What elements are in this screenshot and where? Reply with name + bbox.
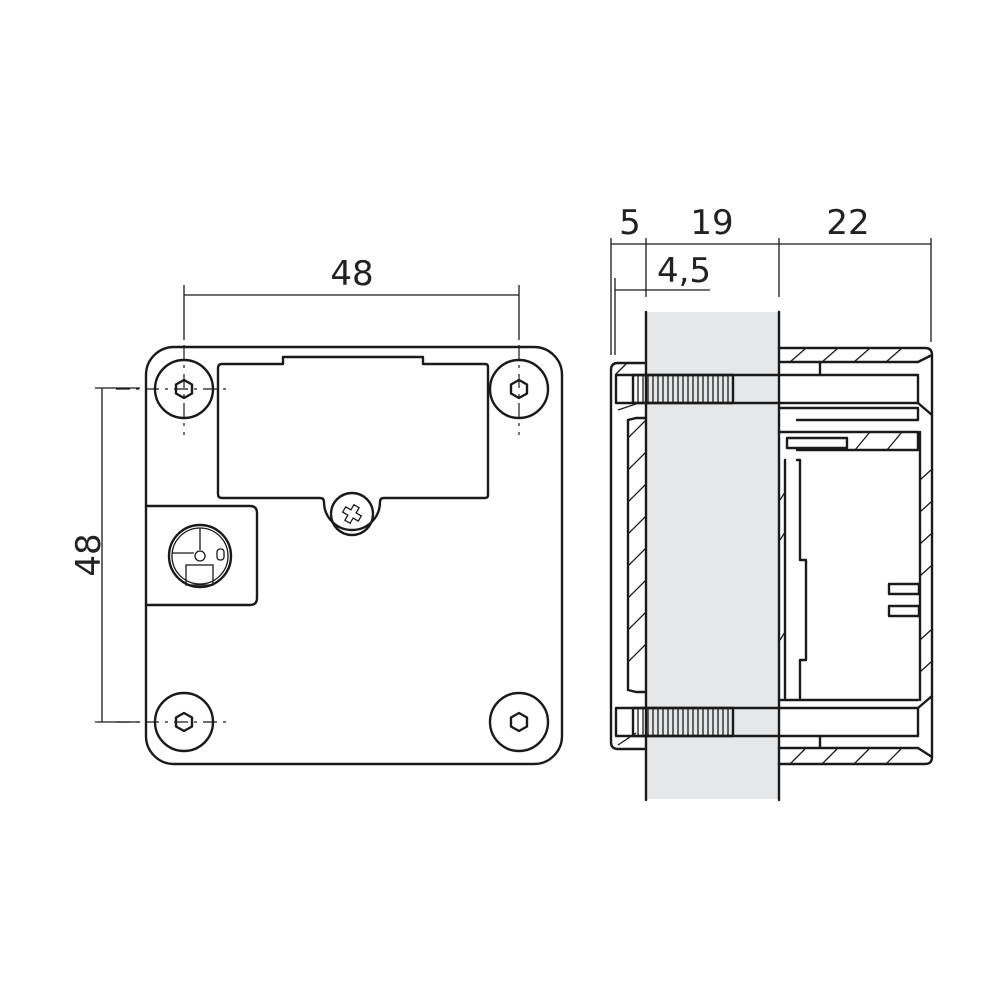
latch-window	[216, 355, 490, 532]
lower-bolt	[614, 706, 920, 738]
hex-bolt-icon	[509, 378, 529, 400]
cylinder-icon	[167, 523, 233, 589]
dim-19-label: 19	[690, 203, 733, 243]
upper-bolt	[614, 373, 920, 405]
center-screw	[329, 491, 375, 537]
hex-bolt-icon	[174, 711, 194, 733]
width-dimension-label: 48	[330, 254, 373, 294]
lock-housing	[777, 346, 934, 766]
front-plate-section	[609, 361, 648, 751]
cylinder-block	[144, 504, 259, 607]
side-view: 5 19 22 4,5	[609, 203, 934, 802]
dim-4-5-label: 4,5	[657, 251, 711, 291]
hex-bolt-icon	[509, 711, 529, 733]
dim-5-label: 5	[619, 203, 641, 243]
mount-hole-br	[488, 691, 550, 753]
height-dimension: 48	[69, 387, 140, 723]
dim-22-label: 22	[826, 203, 869, 243]
top-dimensions: 5 19 22 4,5	[610, 203, 932, 355]
mount-hole-tl	[116, 345, 230, 435]
base-plate	[144, 345, 564, 766]
mount-hole-tr	[488, 345, 550, 435]
front-view: 48 48	[69, 254, 564, 766]
mount-hole-bl	[116, 691, 230, 753]
hex-bolt-icon	[174, 378, 194, 400]
phillips-screw-icon	[341, 503, 363, 525]
height-dimension-label: 48	[69, 533, 109, 576]
width-dimension: 48	[183, 254, 520, 340]
